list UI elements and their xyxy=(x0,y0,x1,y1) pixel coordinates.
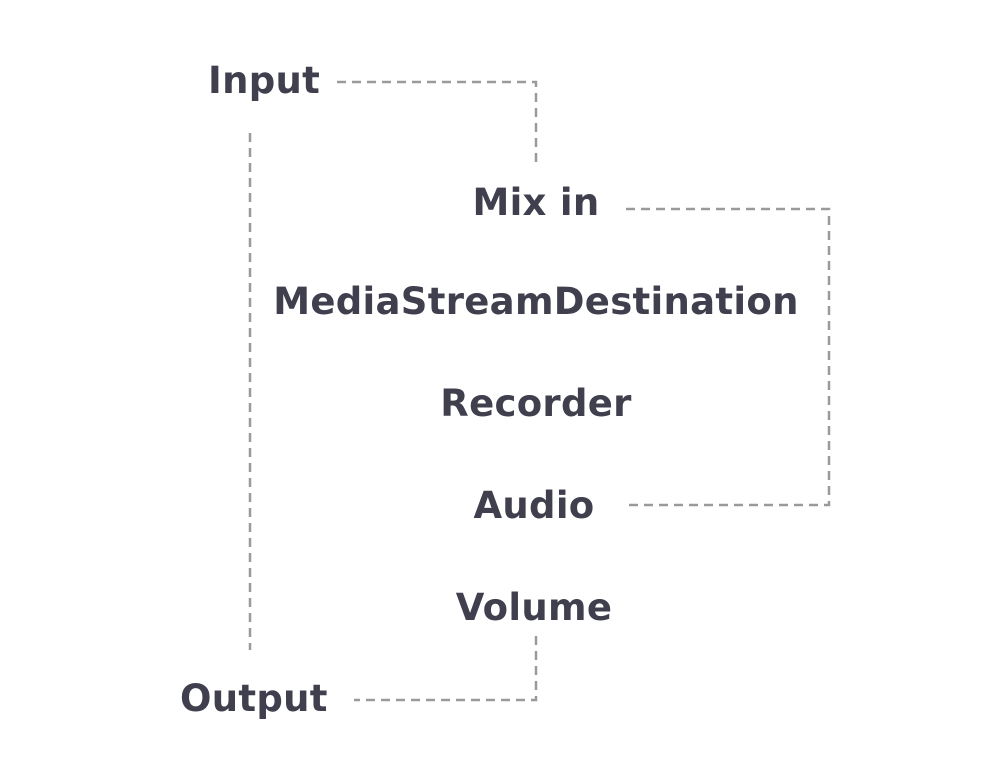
node-output: Output xyxy=(180,677,328,720)
node-audio: Audio xyxy=(473,484,594,527)
node-volume: Volume xyxy=(456,586,613,629)
node-media-stream-destination: MediaStreamDestination xyxy=(273,280,799,323)
connector-volume-to-output xyxy=(354,636,538,702)
connector-input-to-mix-in xyxy=(337,80,538,165)
node-recorder: Recorder xyxy=(440,382,632,425)
connector-mix-in-to-audio xyxy=(626,207,831,507)
node-mix-in: Mix in xyxy=(472,181,599,224)
node-input: Input xyxy=(208,59,320,102)
